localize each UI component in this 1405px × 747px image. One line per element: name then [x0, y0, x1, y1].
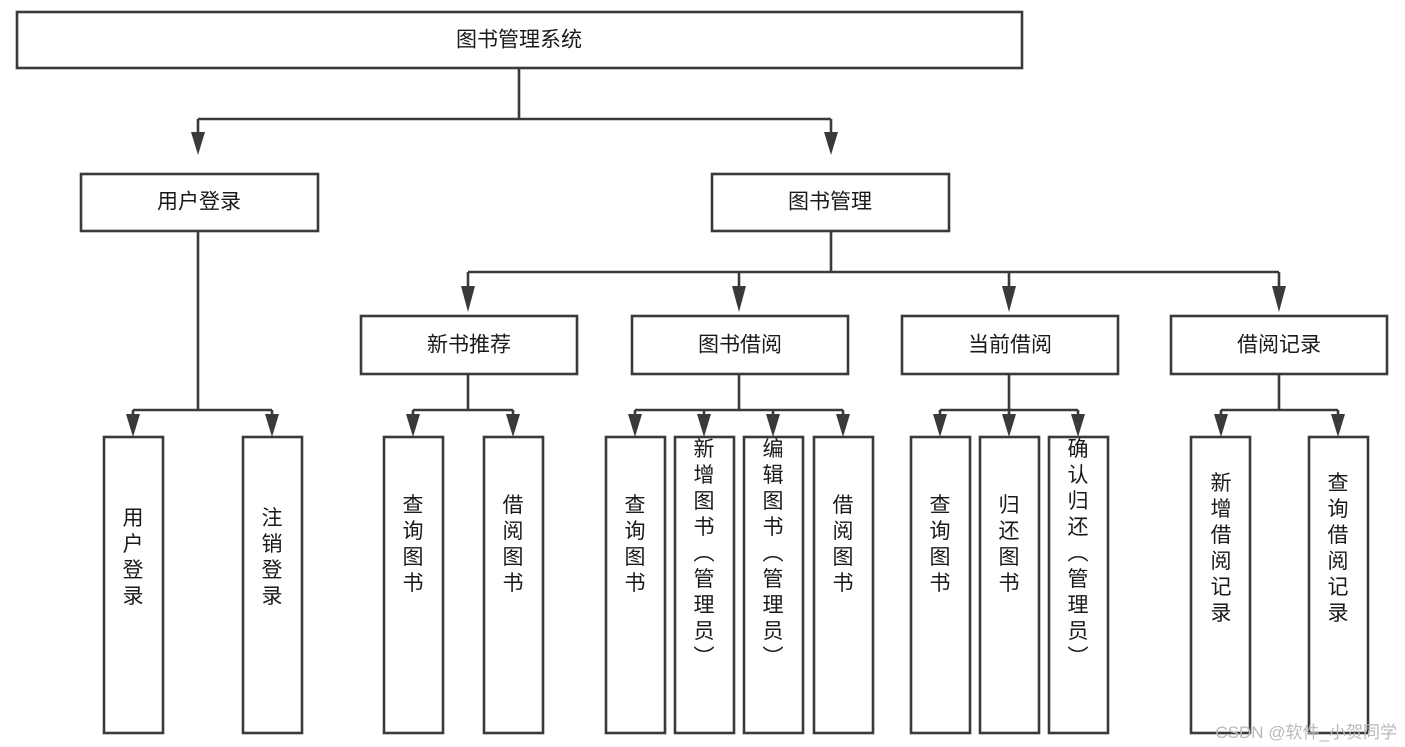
node-current-borrow-box[interactable] [900, 314, 1120, 376]
connector-group-book-mgmt [461, 231, 1286, 312]
leaf-node[interactable]: 查询图书 [604, 435, 667, 735]
leaf-borrow-add-label: 新增图书︵管理员︶ [694, 438, 715, 669]
node-root-box[interactable] [15, 10, 1024, 70]
leaf-node[interactable]: 借阅图书 [812, 435, 875, 735]
leaf-node[interactable]: 编辑图书︵管理员︶ [742, 435, 805, 735]
connector-group-current-borrow [933, 375, 1085, 437]
leaf-node[interactable]: 查询图书 [909, 435, 972, 735]
arrow-head-book-mgmt [824, 132, 838, 155]
node-borrow-record-box[interactable] [1169, 314, 1389, 376]
node-new-book-recommend-box[interactable] [359, 314, 579, 376]
arrow-head-user-login [191, 132, 205, 155]
leaf-current-confirm-box[interactable] [1047, 435, 1110, 735]
leaf-borrow-book-label: 借阅图书 [833, 494, 854, 595]
leaf-borrow-query-box[interactable] [604, 435, 667, 735]
leaf-borrow-edit-label: 编辑图书︵管理员︶ [763, 438, 784, 669]
leaf-user-login-label: 用户登录 [123, 507, 144, 608]
leaf-borrow-edit-box[interactable] [742, 435, 805, 735]
node-user-login-box[interactable] [79, 172, 320, 233]
arrow-head-leaf-current-borrow-1 [933, 414, 947, 437]
connector-group-new-book [406, 375, 520, 437]
leaf-borrow-add-box[interactable] [673, 435, 736, 735]
arrow-head-leaf-book-borrow-1 [628, 414, 642, 437]
node-root-label: 图书管理系统 [456, 29, 582, 52]
node-book-borrow-box[interactable] [630, 314, 850, 376]
node-current-borrow[interactable]: 当前借阅 [900, 314, 1120, 376]
arrow-head-leaf-current-borrow-3 [1071, 414, 1085, 437]
node-new-book-recommend-label: 新书推荐 [427, 334, 511, 357]
leaf-node[interactable]: 新增图书︵管理员︶ [673, 435, 736, 735]
node-root[interactable]: 图书管理系统 [15, 10, 1024, 70]
leaf-node[interactable]: 归还图书 [978, 435, 1041, 735]
arrow-head-leaf-borrow-record-2 [1331, 414, 1345, 437]
arrow-head-leaf-book-borrow-4 [836, 414, 850, 437]
node-new-book-recommend[interactable]: 新书推荐 [359, 314, 579, 376]
leaf-current-return-box[interactable] [978, 435, 1041, 735]
leaf-record-add-box[interactable] [1189, 435, 1252, 735]
leaf-user-login-box[interactable] [102, 435, 165, 735]
leaf-record-add-label: 新增借阅记录 [1211, 472, 1232, 625]
leaf-borrow-book-box[interactable] [812, 435, 875, 735]
node-borrow-record[interactable]: 借阅记录 [1169, 314, 1389, 376]
leaf-node[interactable]: 用户登录 [102, 435, 165, 735]
leaf-borrow-query-label: 查询图书 [625, 494, 646, 595]
leaf-node[interactable]: 确认归还︵管理员︶ [1047, 435, 1110, 735]
leaf-new-book-borrow-box[interactable] [482, 435, 545, 735]
node-book-management-label: 图书管理 [788, 191, 872, 214]
arrow-head-current-borrow [1002, 286, 1016, 312]
node-book-borrow[interactable]: 图书借阅 [630, 314, 850, 376]
node-book-management-box[interactable] [710, 172, 951, 233]
node-book-management[interactable]: 图书管理 [710, 172, 951, 233]
leaf-new-book-query-label: 查询图书 [403, 494, 424, 595]
leaf-new-book-query-box[interactable] [382, 435, 445, 735]
leaf-new-book-borrow-label: 借阅图书 [503, 494, 524, 595]
arrow-head-leaf-book-borrow-3 [766, 414, 780, 437]
leaf-current-query-label: 查询图书 [930, 494, 951, 595]
node-book-borrow-label: 图书借阅 [698, 334, 782, 357]
connector-group-borrow-record [1214, 375, 1345, 437]
leaf-node[interactable]: 查询借阅记录 [1307, 435, 1370, 735]
connector-group-root [191, 68, 838, 155]
arrow-head-leaf-new-book-2 [506, 414, 520, 437]
node-user-login-label: 用户登录 [157, 191, 241, 214]
arrow-head-borrow-record [1272, 286, 1286, 312]
csdn-watermark: CSDN @软件_小贺同学 [1215, 723, 1397, 742]
node-current-borrow-label: 当前借阅 [968, 334, 1052, 357]
arrow-head-leaf-user-login-2 [265, 414, 279, 437]
leaf-user-logout-box[interactable] [241, 435, 304, 735]
arrow-head-new-book [461, 286, 475, 312]
connector-group-user-login [126, 231, 279, 437]
arrow-head-leaf-borrow-record-1 [1214, 414, 1228, 437]
leaf-user-logout-label: 注销登录 [262, 507, 283, 608]
arrow-head-leaf-current-borrow-2 [1002, 414, 1016, 437]
leaf-node[interactable]: 注销登录 [241, 435, 304, 735]
leaf-record-query-box[interactable] [1307, 435, 1370, 735]
node-user-login[interactable]: 用户登录 [79, 172, 320, 233]
leaf-node[interactable]: 查询图书 [382, 435, 445, 735]
leaf-current-query-box[interactable] [909, 435, 972, 735]
arrow-head-leaf-user-login-1 [126, 414, 140, 437]
node-borrow-record-label: 借阅记录 [1237, 334, 1321, 357]
leaf-node[interactable]: 新增借阅记录 [1189, 435, 1252, 735]
leaf-record-query-label: 查询借阅记录 [1328, 472, 1349, 625]
arrow-head-leaf-new-book-1 [406, 414, 420, 437]
connector-group-book-borrow [628, 375, 850, 437]
arrow-head-book-borrow [732, 286, 746, 312]
leaf-current-confirm-label: 确认归还︵管理员︶ [1068, 438, 1089, 669]
leaf-current-return-label: 归还图书 [999, 494, 1020, 595]
leaf-node[interactable]: 借阅图书 [482, 435, 545, 735]
arrow-head-leaf-book-borrow-2 [697, 414, 711, 437]
